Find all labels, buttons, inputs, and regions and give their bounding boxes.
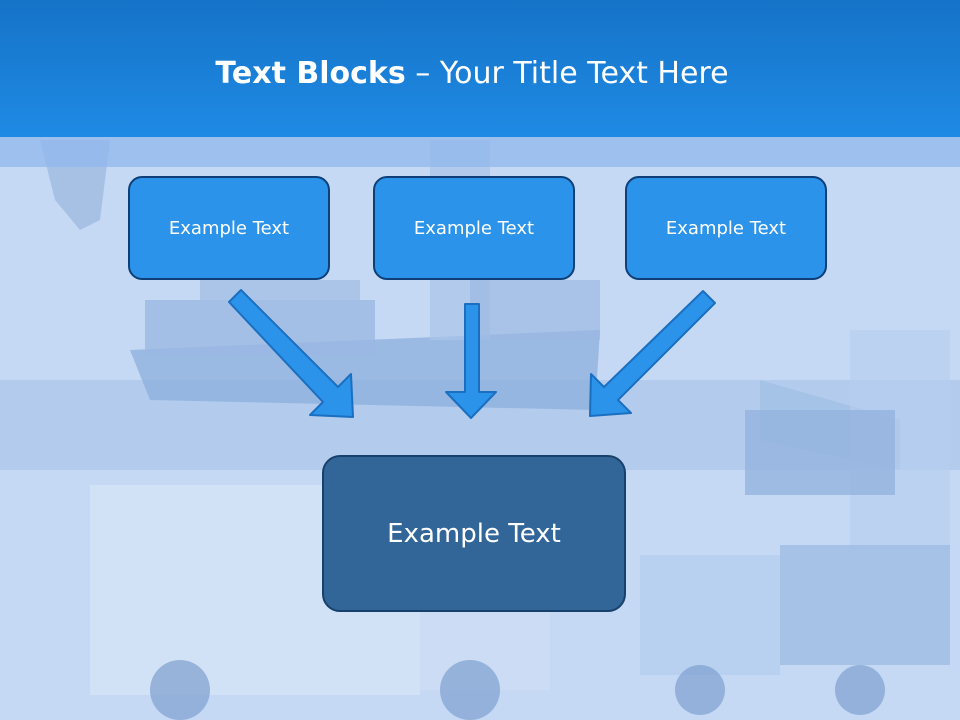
text-block-main[interactable]: Example Text — [322, 455, 626, 612]
slide-title-dash: – — [405, 56, 440, 91]
slide-title-rest: Your Title Text Here — [439, 56, 729, 91]
header-band — [0, 137, 960, 167]
header-bar — [0, 0, 960, 137]
text-block-2[interactable]: Example Text — [373, 176, 575, 280]
arrow-down-right-icon — [228, 289, 354, 418]
slide-title-bold: Text Blocks — [215, 56, 406, 91]
arrow-down-icon — [445, 303, 497, 419]
text-block-3[interactable]: Example Text — [625, 176, 827, 280]
arrow-down-left-icon — [589, 290, 716, 417]
text-block-1[interactable]: Example Text — [128, 176, 330, 280]
slide-title: Text Blocks – Your Title Text Here — [0, 52, 944, 96]
